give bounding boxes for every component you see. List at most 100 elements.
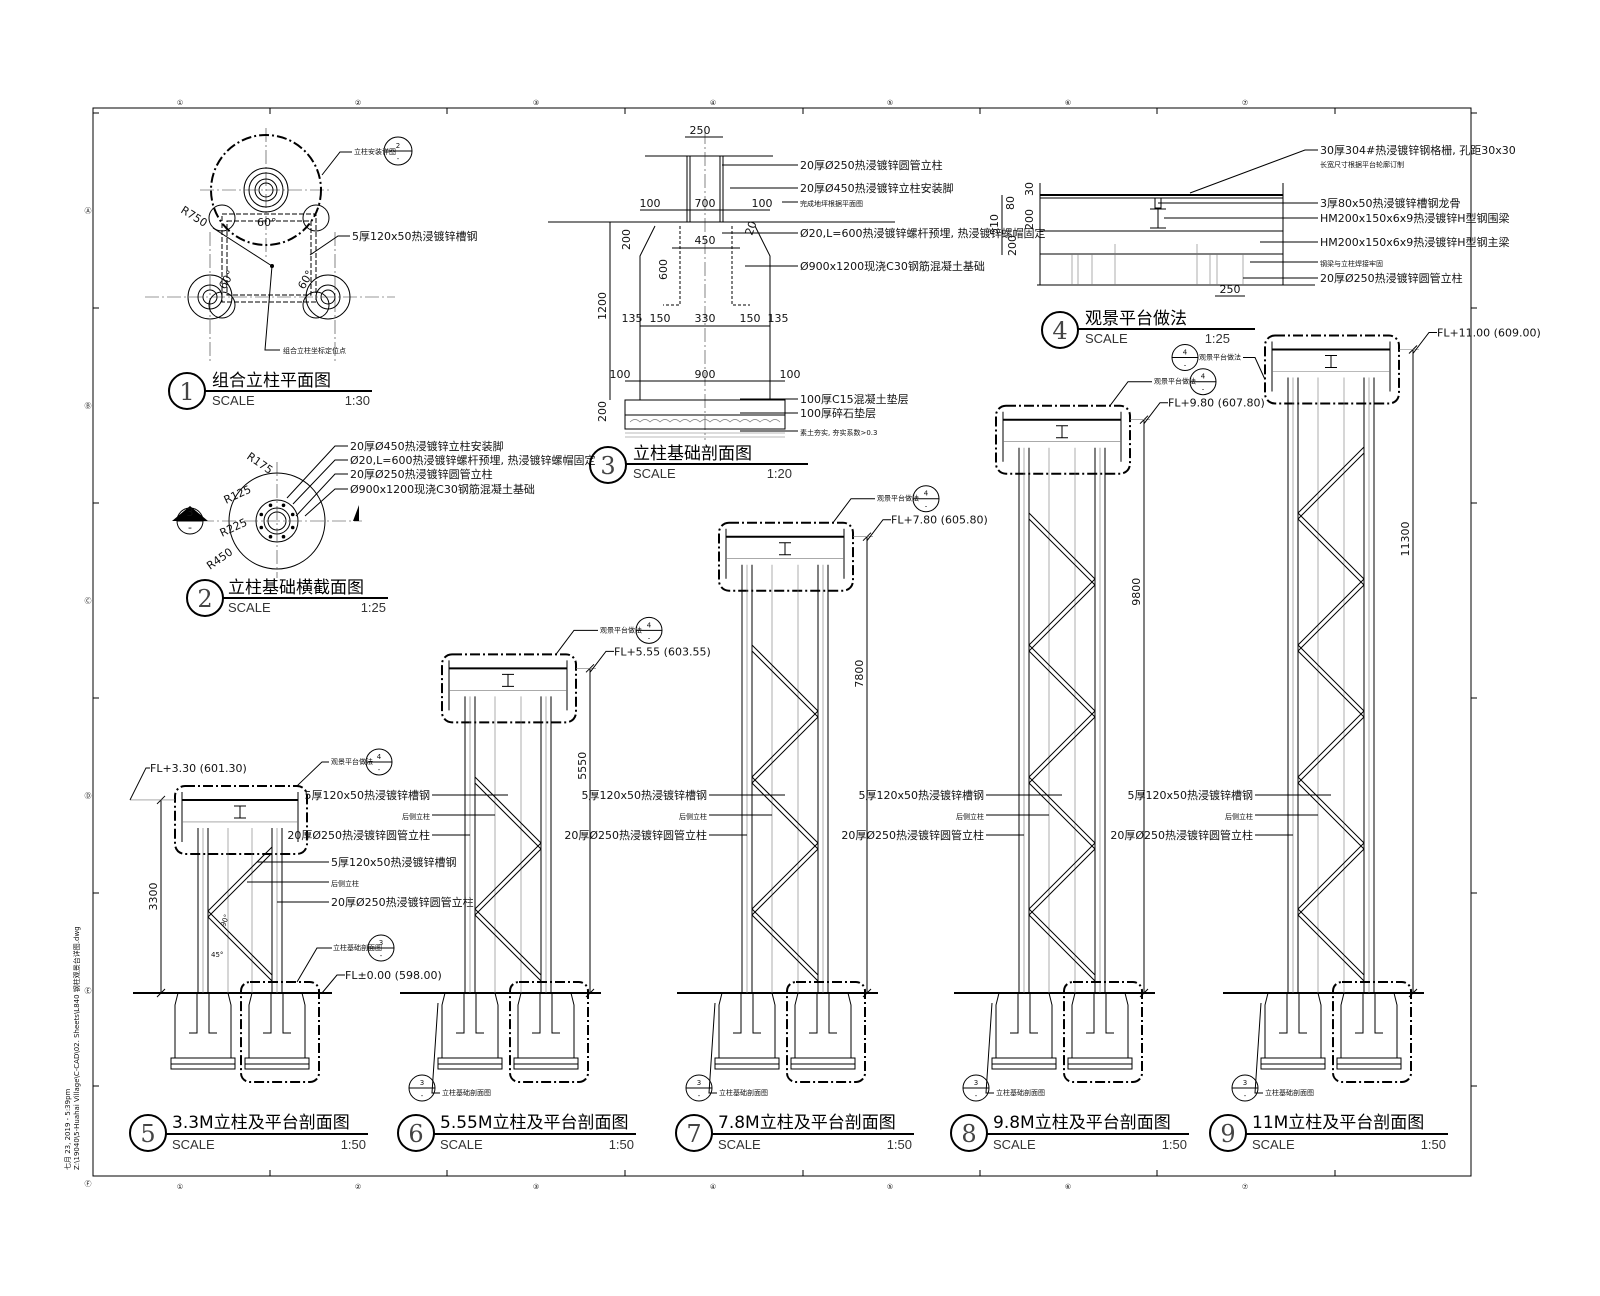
callout-label: 30厚304#热浸镀锌钢格栅, 孔距30x30 [1320,143,1516,157]
ref-num: 3 [420,1079,424,1087]
fl-leader [1143,402,1168,425]
ref-num: 3 [697,1079,701,1087]
foundation-ref-label: 立柱基础剖面图 [719,1088,768,1097]
grid-column-marker: ⑥ [1065,1183,1071,1191]
foundation-outline [248,992,306,1059]
brace-line [751,710,819,778]
anchor-bolt [189,993,198,1034]
leader-line [1254,1002,1263,1094]
file-stamp: 七月 23, 2019 - 5:39pm Z:\19040\5-Huahai V… [63,926,81,1170]
detail-title: 3.3M立柱及平台剖面图 [172,1113,350,1133]
ref-num: 4 [924,490,929,498]
detail-ref-tag[interactable]: 4- [635,616,663,644]
anchor-bolt [208,993,217,1034]
detail-ref-tag[interactable]: 3- [962,1074,990,1102]
foundation-detail-outline [1332,981,1412,1083]
detail-ref-tag[interactable]: 3- [367,934,395,962]
foundation-pad [714,1057,780,1065]
brace-line [474,848,542,916]
leader-line [431,1002,440,1094]
dim-label: 1200 [596,292,609,320]
foundation-outline [517,992,575,1059]
platform-ref-label: 观景平台做法 [600,625,642,634]
detail-ref-tag[interactable]: 2 - [383,136,413,166]
angle-label-left: 60° [216,268,237,291]
detail-ref-tag[interactable]: 3- [408,1074,436,1102]
dim-label: 900 [695,368,716,381]
i-beam-icon [1325,355,1337,368]
scale-label: SCALE [440,1137,483,1152]
foundation-pad [1067,1057,1133,1065]
scale-label: SCALE [993,1137,1036,1152]
brace-line [1297,914,1365,982]
foundation-pad [513,1057,579,1065]
brace-line [207,910,273,976]
brace-line [1297,446,1365,514]
detail-ref-tag[interactable]: 4- [1189,368,1217,396]
foundation [1067,992,1133,1070]
callout-label: 20厚Ø450热浸镀锌立柱安装脚 [800,181,954,195]
detail-ref-tag[interactable]: 4- [365,748,393,776]
grid-column-marker: ⑥ [1065,99,1071,107]
brace-line [1297,518,1365,586]
anchor-bolt [551,993,560,1034]
ref-num: 2 [396,142,400,150]
leader-line [296,761,329,787]
detail-title: 组合立柱平面图 [212,371,331,391]
detail-number: 6 [408,1120,423,1148]
ref-num: 3 [974,1079,978,1087]
foundation-pad [170,1057,236,1065]
brace-line [1297,644,1365,712]
detail-ref-tag[interactable]: 3- [685,1074,713,1102]
brace-line [751,842,819,910]
detail-title: 5.55M立柱及平台剖面图 [440,1113,629,1133]
scale-value: 1:25 [1205,331,1230,346]
dim-label: 250 [1220,283,1241,296]
foundation-outline [1340,992,1398,1059]
brace-line [1297,452,1365,520]
ref-num: 3 [1243,1079,1247,1087]
dim-label: 135 [768,312,789,325]
platform-ref-label: 观景平台做法 [1154,377,1196,386]
foundation-detail-outline [509,981,589,1083]
grid-column-marker: ⑦ [1242,99,1248,107]
radius-label: R125 [222,483,253,507]
i-beam-icon [1056,425,1068,439]
brace-line [1028,776,1096,844]
anchor-bolt [263,993,272,1034]
file-stamp-date: 七月 23, 2019 - 5:39pm [63,1088,72,1170]
anchor-bolt [809,993,818,1034]
scale-value: 1:50 [609,1137,634,1152]
callout-label: 5厚120x50热浸镀锌槽钢 [1127,788,1253,802]
grid-column-marker: ④ [710,1183,716,1191]
callout-label: Ø900x1200现浇C30钢筋混凝土基础 [800,259,985,273]
bolt-dot [290,525,295,530]
detail-ref-tag[interactable]: 4- [1171,344,1199,371]
detail-ref-tag[interactable]: 4- [912,485,940,513]
ref-sheet: - [1202,386,1205,394]
anchor-bolt [532,993,541,1034]
dim-tick [156,988,166,998]
foundation-pad [437,1057,503,1065]
brace-line [1297,710,1365,778]
fl-leader [129,767,150,801]
dim-tick [585,988,595,998]
brace-line [1028,512,1096,580]
callout-label: 20厚Ø250热浸镀锌圆管立柱 [350,467,493,481]
dim-label: 150 [650,312,671,325]
ref-num: 4 [377,753,382,761]
bolt-dot [268,503,273,508]
i-beam-icon [502,673,514,687]
foundation [1336,992,1402,1070]
scale-label: SCALE [1252,1137,1295,1152]
leader-line [555,629,598,655]
callout-label: 后侧立柱 [402,812,430,821]
leader-line [1189,149,1318,194]
detail-ref-tag[interactable]: 3- [1231,1074,1259,1102]
scale-value: 1:50 [887,1137,912,1152]
foundation [244,992,310,1070]
fl-label: FL+11.00 (609.00) [1437,327,1541,340]
fl-label: FL+5.55 (603.55) [614,645,711,658]
